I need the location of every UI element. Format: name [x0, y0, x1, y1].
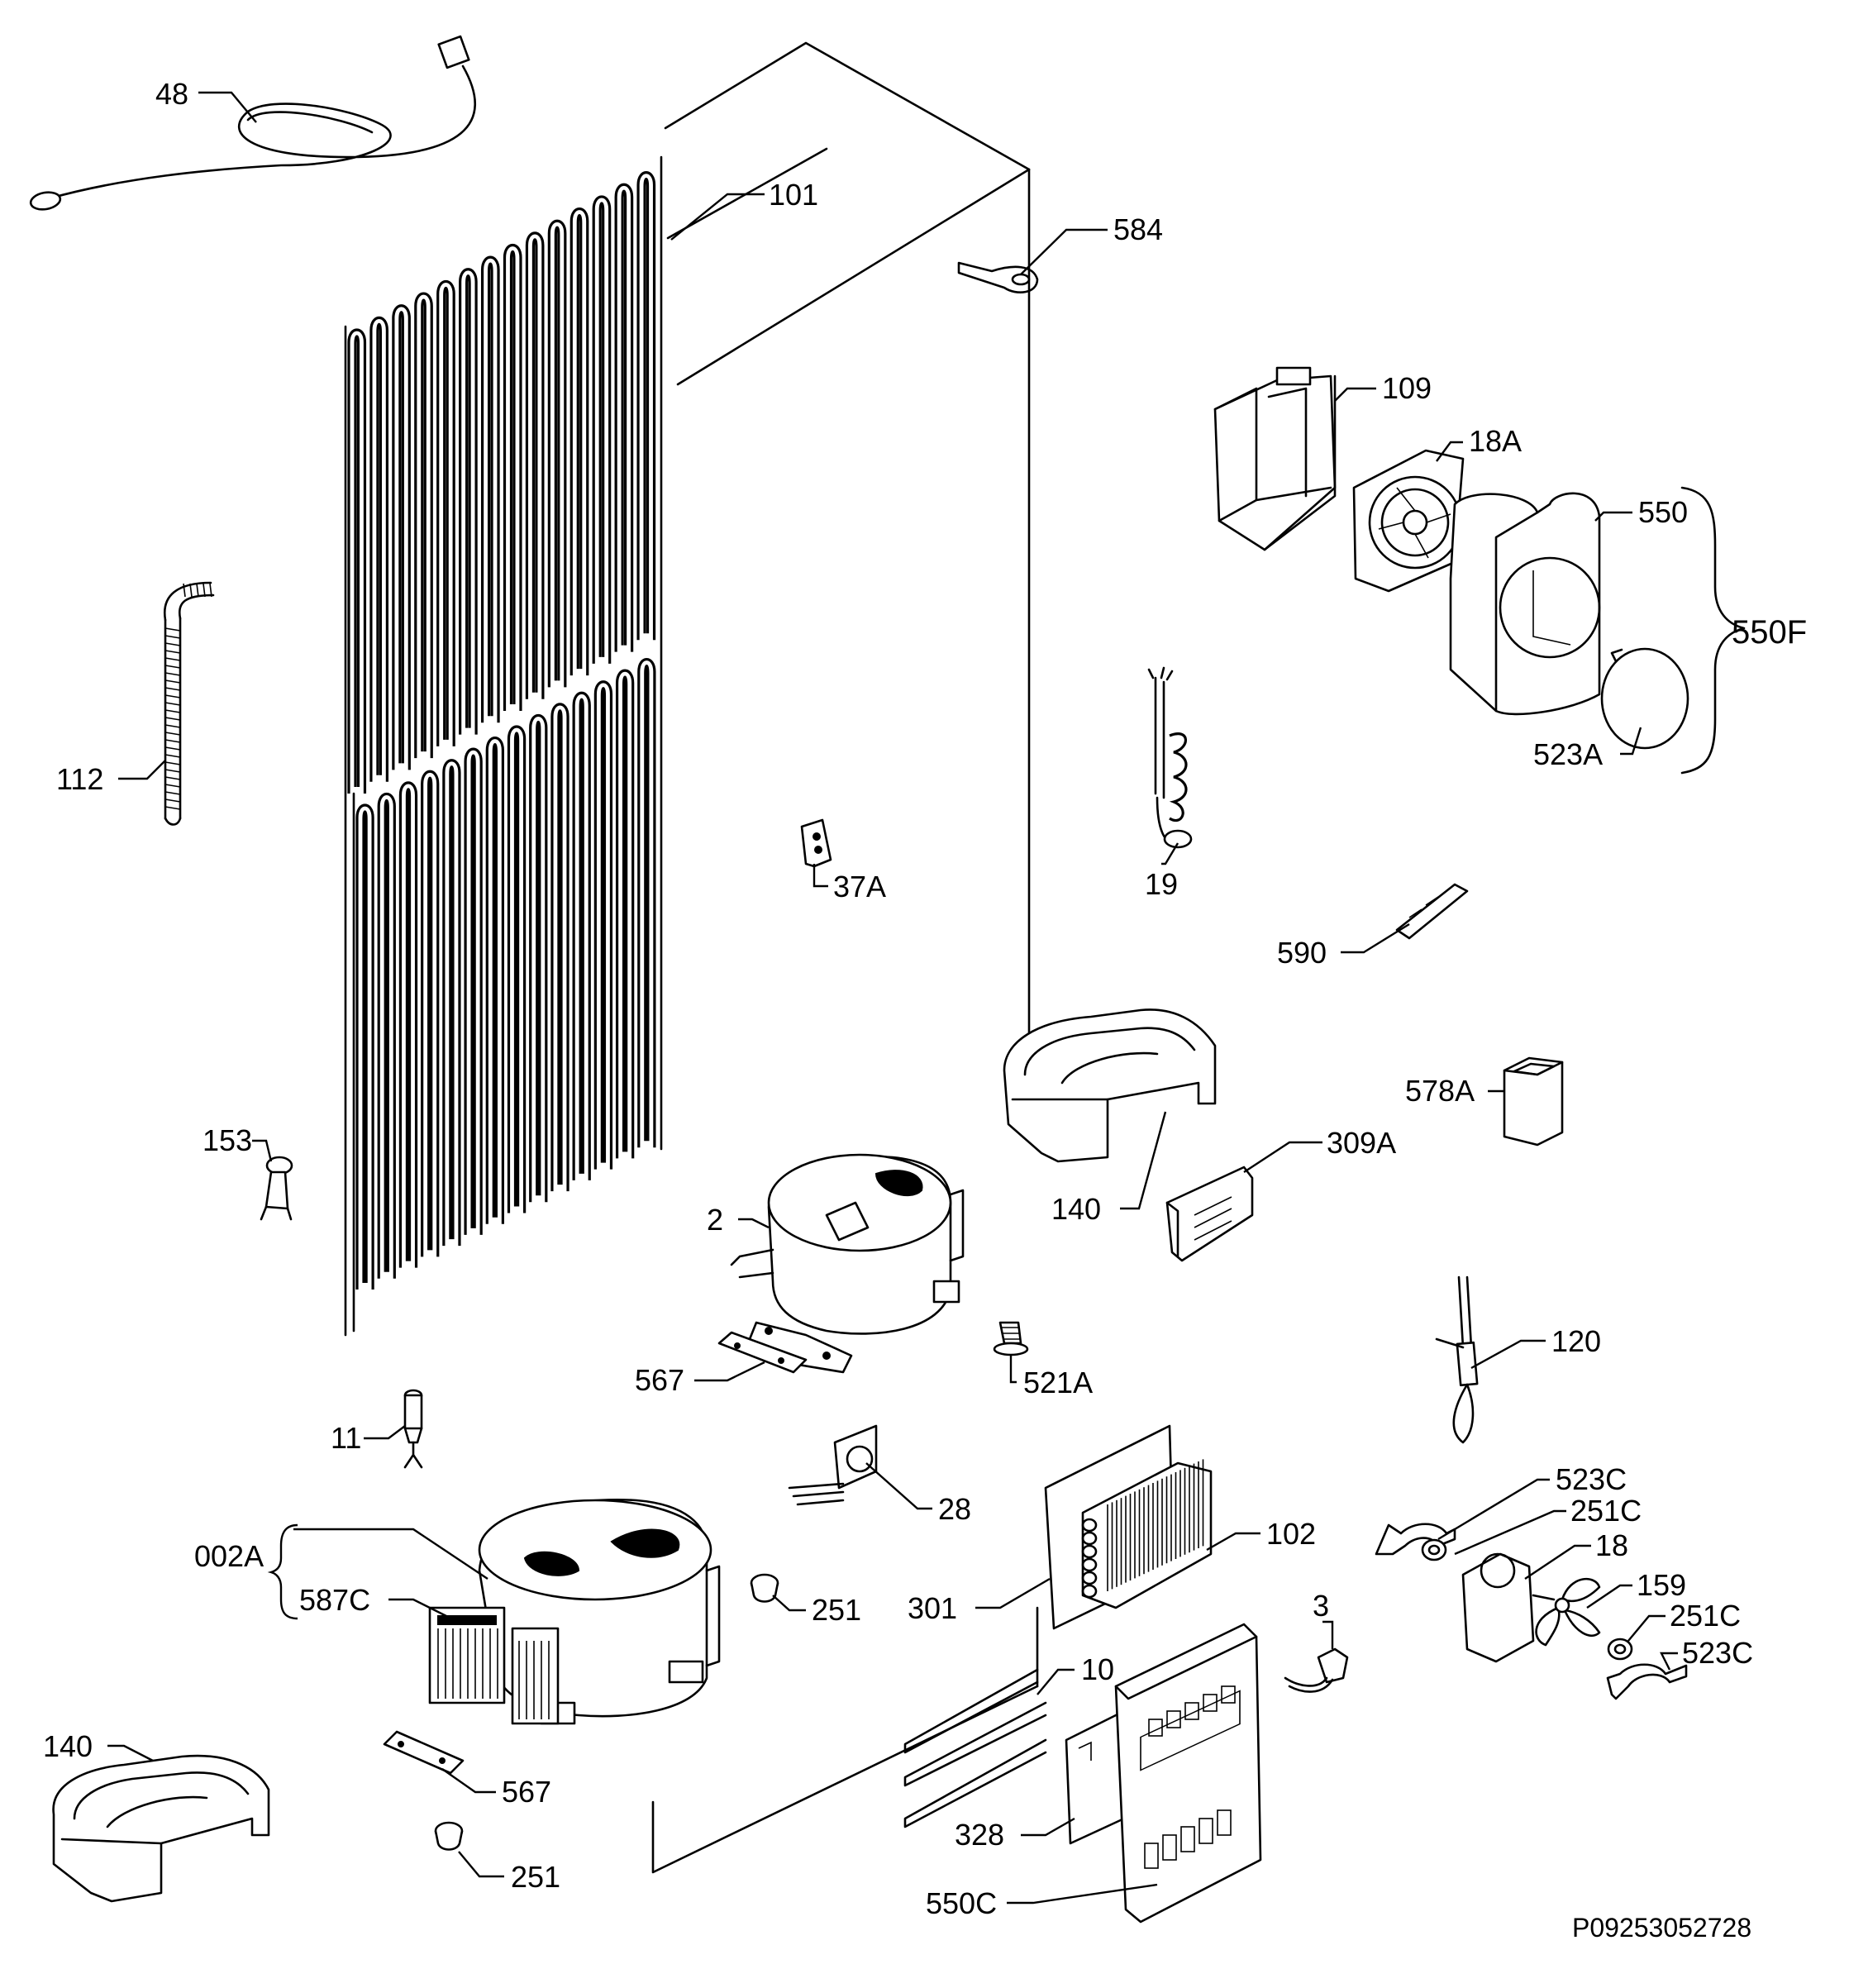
callout-labels: 48 101 584 109 18A 550 550F 523A 112 37A…: [43, 77, 1807, 1943]
label-550c: 550C: [926, 1886, 997, 1920]
label-120: 120: [1551, 1324, 1601, 1358]
plate-567-upper: [717, 1331, 808, 1374]
leader-lines: [107, 91, 1678, 1905]
label-251-low: 251: [511, 1860, 560, 1894]
sensor-cable-part: [29, 35, 476, 211]
label-140-lower: 140: [43, 1729, 93, 1763]
label-578a: 578A: [1405, 1074, 1475, 1108]
connector-3-part: [1284, 1647, 1349, 1693]
label-18a: 18A: [1469, 424, 1522, 458]
evaporator-301-102: [1044, 1424, 1213, 1630]
control-board-309a: [1165, 1166, 1254, 1262]
label-567-lower: 567: [502, 1775, 551, 1809]
grommet-251-low: [434, 1821, 464, 1851]
relay-587c-part: [428, 1606, 560, 1725]
drip-tray-upper: [1003, 1008, 1217, 1163]
sleeve-578a-part: [1503, 1056, 1564, 1147]
label-159: 159: [1637, 1568, 1686, 1602]
heater-part: [1147, 666, 1193, 849]
cabinet-outline: [651, 41, 1039, 1874]
clamp-523c-lower: [1606, 1663, 1688, 1700]
label-153: 153: [203, 1123, 252, 1157]
label-101: 101: [769, 178, 818, 212]
label-3: 3: [1313, 1589, 1329, 1623]
label-251-mid: 251: [812, 1593, 861, 1627]
label-523c-lower: 523C: [1682, 1636, 1753, 1670]
label-550: 550: [1638, 495, 1688, 529]
label-523c-upper: 523C: [1556, 1462, 1627, 1496]
label-523a: 523A: [1533, 737, 1603, 771]
fan-blade-159: [1535, 1577, 1601, 1647]
grommet-251c-upper: [1421, 1538, 1447, 1561]
coil-loops: [355, 658, 656, 1290]
panel-328-part: [1065, 1709, 1126, 1845]
label-002a: 002A: [194, 1539, 264, 1573]
evaporator-cover-550c: [1114, 1623, 1262, 1924]
label-28: 28: [938, 1492, 971, 1526]
drier-tube-part: [163, 581, 215, 826]
label-590: 590: [1277, 936, 1327, 970]
label-48: 48: [155, 77, 188, 111]
label-18: 18: [1595, 1528, 1628, 1562]
bracket-28-part: [788, 1424, 878, 1506]
fan-disc-part: [1600, 647, 1689, 750]
fitting-153-part: [260, 1156, 293, 1221]
defrost-heater-10: [903, 1668, 1047, 1828]
label-plate-590: [1395, 883, 1469, 940]
fan-housing-part: [1213, 366, 1337, 551]
label-109: 109: [1382, 371, 1432, 405]
label-19: 19: [1145, 867, 1178, 901]
label-251c-upper: 251C: [1570, 1494, 1642, 1528]
valve-11-part: [403, 1389, 423, 1469]
diagram-code: P09253052728: [1572, 1913, 1751, 1943]
label-140-upper: 140: [1051, 1192, 1101, 1226]
label-2: 2: [707, 1203, 723, 1237]
label-521a: 521A: [1023, 1366, 1093, 1399]
clip-584-part: [957, 261, 1039, 294]
fan-motor-18: [1461, 1552, 1556, 1663]
compressor-upper: [730, 1153, 965, 1374]
label-584: 584: [1113, 212, 1163, 246]
label-10: 10: [1081, 1652, 1114, 1686]
label-309a: 309A: [1327, 1126, 1396, 1160]
label-328: 328: [955, 1818, 1004, 1852]
label-587c: 587C: [299, 1583, 370, 1617]
label-102: 102: [1266, 1517, 1316, 1551]
fan-motor-part: [1352, 449, 1465, 593]
drip-tray-lower: [52, 1754, 270, 1903]
label-301: 301: [908, 1591, 957, 1625]
condenser-coil: [344, 155, 663, 1337]
coil-loops: [347, 171, 656, 794]
screw-521a-part: [993, 1321, 1029, 1356]
label-112: 112: [56, 762, 103, 796]
label-567-upper: 567: [635, 1363, 684, 1397]
label-251c-lower: 251C: [1670, 1599, 1741, 1633]
plate-567-lower: [383, 1730, 465, 1775]
label-550f: 550F: [1732, 614, 1807, 651]
grommet-251-mid: [750, 1573, 779, 1603]
label-37a: 37A: [833, 870, 886, 903]
grommet-251c-lower: [1607, 1638, 1633, 1661]
assembly-brace: [1680, 486, 1746, 775]
label-11: 11: [331, 1421, 361, 1455]
fan-cover-part: [1449, 492, 1601, 716]
thermistor-120-part: [1435, 1275, 1479, 1444]
clip-37a-part: [800, 818, 832, 868]
